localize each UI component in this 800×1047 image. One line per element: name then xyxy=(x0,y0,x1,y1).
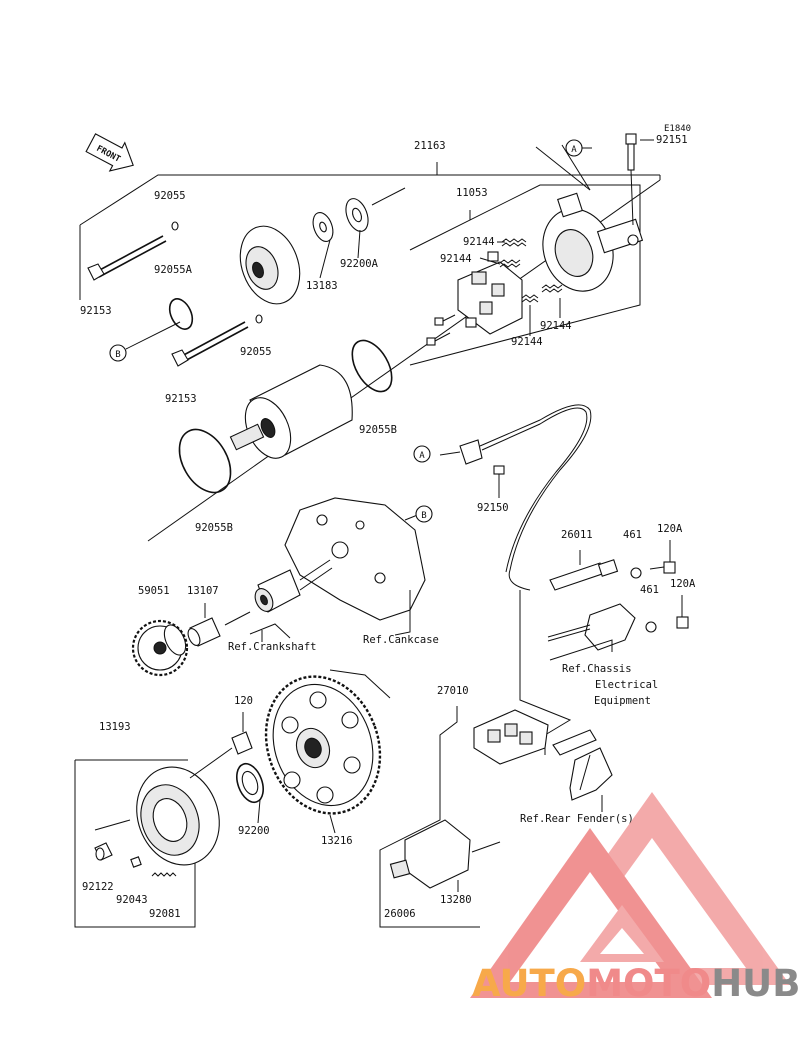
part-label-p92153b: 92153 xyxy=(165,393,197,405)
part-label-p120: 120 xyxy=(234,695,253,707)
part-label-p92055A: 92055A xyxy=(154,264,193,276)
ref-label-r6: Ref.Rear Fender(s) xyxy=(520,813,634,825)
reference-labels: Ref.Crankshaft Ref.CankcaseRef.ChassisEle… xyxy=(228,634,658,825)
watermark-text-hub: HUB xyxy=(711,962,800,1005)
watermark-logo: AUTOMOTOHUB xyxy=(470,792,800,1005)
part-label-p11053: 11053 xyxy=(456,187,488,199)
ref-label-r2: Ref.Cankcase xyxy=(363,634,439,646)
bolt-92151 xyxy=(625,133,654,226)
svg-text:A: A xyxy=(419,451,425,461)
bolt-120A-upper xyxy=(649,540,676,574)
part-label-p92122: 92122 xyxy=(82,881,114,893)
through-bolt-lower xyxy=(171,321,249,367)
starter-front-cover xyxy=(239,225,301,305)
part-label-p461a: 461 xyxy=(623,529,642,541)
o-ring-92055A xyxy=(168,298,194,330)
relay-cable-26011 xyxy=(549,550,619,591)
part-label-p120Aa: 120A xyxy=(657,523,683,535)
part-label-p26011: 26011 xyxy=(561,529,593,541)
shaft-13107 xyxy=(187,603,251,647)
part-label-p92055B: 92055B xyxy=(359,424,397,436)
idle-gear-59051 xyxy=(131,619,189,677)
ref-label-r3: Ref.Chassis xyxy=(562,663,632,675)
starter-relay-27010 xyxy=(473,709,549,765)
part-label-p92200: 92200 xyxy=(238,825,270,837)
watermark-text-moto: MOTO xyxy=(586,962,711,1005)
driven-gear-13216 xyxy=(264,669,391,834)
o-ring-92055-lower xyxy=(255,314,263,324)
svg-text:B: B xyxy=(421,511,426,521)
brush-holder-assembly xyxy=(457,251,523,335)
callout-B-left: B xyxy=(109,321,181,362)
roller-92122 xyxy=(94,842,113,861)
part-label-p13280: 13280 xyxy=(440,894,472,906)
starter-motor-body xyxy=(229,364,353,459)
spring-92081 xyxy=(151,872,177,877)
callout-B-right: B xyxy=(415,505,433,523)
o-ring-92055-upper xyxy=(171,221,179,231)
callout-A-lower: A xyxy=(413,445,431,463)
part-label-p27010: 27010 xyxy=(437,685,469,697)
svg-text:B: B xyxy=(115,350,120,360)
part-label-p13193: 13193 xyxy=(99,721,131,733)
brush-springs xyxy=(499,238,563,303)
part-label-p120Ab: 120A xyxy=(670,578,696,590)
diagram-code: E1840 xyxy=(664,124,691,134)
washer-92200A xyxy=(345,198,369,232)
callout-A-upper: A xyxy=(565,139,583,157)
o-ring-92055B-upper xyxy=(351,339,393,393)
part-label-p92055b: 92055 xyxy=(240,346,272,358)
starter-relay-13280 xyxy=(389,819,501,892)
plunger-92043 xyxy=(130,856,142,868)
part-label-p92150: 92150 xyxy=(477,502,509,514)
svg-text:A: A xyxy=(571,145,577,155)
bolt-120 xyxy=(189,712,253,779)
part-label-p92055a: 92055 xyxy=(154,190,186,202)
ref-label-r5: Equipment xyxy=(594,695,651,707)
through-bolt-upper xyxy=(87,235,167,281)
washer-461-upper xyxy=(630,567,642,579)
starter-rear-cover xyxy=(542,192,644,292)
brush-holder-group-outline xyxy=(409,184,641,366)
part-label-p92153a: 92153 xyxy=(80,305,112,317)
part-label-p92144a: 92144 xyxy=(463,236,495,248)
part-label-p13216: 13216 xyxy=(321,835,353,847)
part-label-p92055B2: 92055B xyxy=(195,522,233,534)
part-label-p461b: 461 xyxy=(640,584,659,596)
relay-mount-bracket xyxy=(547,603,636,661)
part-label-p13183: 13183 xyxy=(306,280,338,292)
part-label-p92081: 92081 xyxy=(149,908,181,920)
part-label-p59051: 59051 xyxy=(138,585,170,597)
watermark-text-auto: AUTO xyxy=(472,962,586,1005)
crankshaft xyxy=(254,559,333,613)
washer-461-lower xyxy=(645,621,657,633)
ref-label-r4: Electrical xyxy=(595,679,658,691)
part-label-p92151: 92151 xyxy=(656,134,688,146)
bolt-120A-lower xyxy=(676,595,689,629)
starter-clutch xyxy=(94,766,220,866)
washer-92200 xyxy=(236,762,264,824)
clutch-group-outline xyxy=(74,759,196,928)
starter-cable xyxy=(439,404,592,591)
crankcase-section xyxy=(284,497,426,621)
part-label-p13107: 13107 xyxy=(187,585,219,597)
part-label-p92200A: 92200A xyxy=(340,258,379,270)
part-label-p92144c: 92144 xyxy=(540,320,572,332)
callout-markers: A B A B xyxy=(109,139,583,523)
svg-text:AUTOMOTOHUB: AUTOMOTOHUB xyxy=(472,962,800,1005)
part-label-p21163: 21163 xyxy=(414,140,446,152)
part-label-p92144d: 92144 xyxy=(511,336,543,348)
o-ring-92055B-lower xyxy=(178,428,232,494)
rear-fender-bracket xyxy=(552,729,613,812)
part-label-p92144b: 92144 xyxy=(440,253,472,265)
watermark-triangle-icon xyxy=(470,792,790,998)
front-arrow-icon: FRONT xyxy=(85,133,134,172)
ref-label-r1: Ref.Crankshaft xyxy=(228,641,317,653)
washer-13183 xyxy=(312,212,334,242)
brush-screws xyxy=(426,314,456,346)
part-label-p92043: 92043 xyxy=(116,894,148,906)
part-label-p26006: 26006 xyxy=(384,908,416,920)
